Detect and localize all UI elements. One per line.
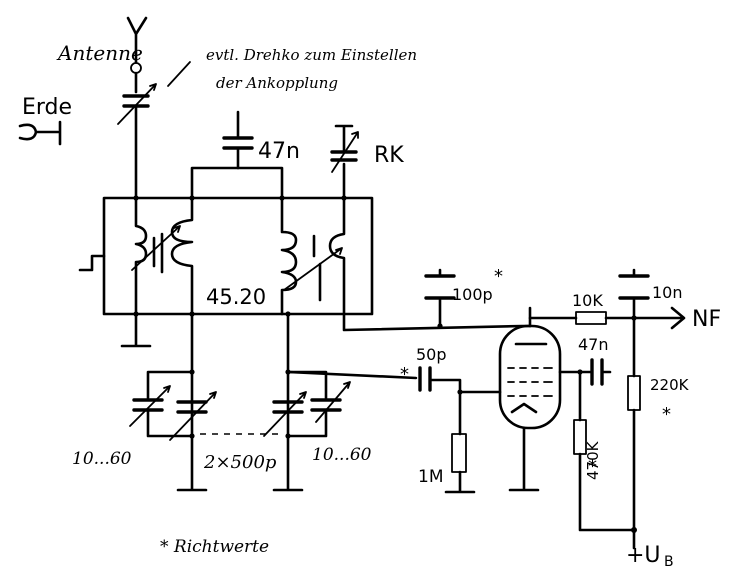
res-220k-label: 220K	[650, 376, 690, 394]
trimmer-right-label: 10...60	[312, 445, 372, 465]
note-pointer	[167, 61, 191, 87]
trimmer-left	[129, 370, 194, 438]
junction-dots	[133, 195, 637, 439]
res-470k-star: *	[588, 456, 597, 477]
cap-47n-top-label: 47n	[258, 139, 300, 164]
coil-right	[280, 196, 346, 316]
coil-label: 45.20	[206, 285, 266, 309]
supply-label: +U	[626, 543, 661, 568]
cap-100p-star: *	[494, 266, 503, 287]
cap-100p-label: 100p	[452, 285, 493, 304]
coil-frame	[102, 196, 374, 348]
resistor-470k	[573, 370, 634, 532]
tuning-cap-label: 2×500p	[203, 452, 277, 473]
rk-label: RK	[374, 143, 404, 168]
antenna-label: Antenne	[56, 41, 143, 65]
coil-left	[78, 196, 194, 316]
cap-10n-label: 10n	[652, 283, 683, 302]
capacitor-47n-top	[190, 110, 284, 200]
trimmer-right	[286, 370, 351, 438]
trimmer-left-label: 10...60	[72, 449, 132, 469]
grid-wiring	[286, 366, 502, 436]
cap-50p-label: 50p	[416, 345, 447, 364]
vacuum-tube	[498, 306, 582, 492]
footnote: * Richtwerte	[160, 537, 269, 557]
res-10k-label: 10K	[572, 291, 603, 310]
earth-label: Erde	[22, 95, 72, 120]
cap-50p-star: *	[400, 364, 409, 385]
res-1m-label: 1M	[418, 467, 443, 487]
coupling-trimmer	[117, 83, 157, 200]
res-470k-label: 470K	[584, 440, 602, 480]
resistor-10k	[528, 311, 636, 325]
supply-junction	[631, 527, 637, 533]
resistor-220k	[627, 316, 641, 550]
tuning-cap-right	[263, 391, 307, 437]
earth-terminal	[18, 120, 62, 146]
nf-output-arrow	[632, 306, 686, 330]
tuning-cap-left	[169, 391, 217, 441]
antenna-symbol	[126, 16, 148, 94]
resistor-1m	[444, 433, 476, 494]
capacitor-10n	[618, 268, 650, 320]
supply-subscript: B	[664, 554, 674, 570]
res-220k-star: *	[662, 404, 671, 425]
note-text-line1: evtl. Drehko zum Einstellen	[206, 46, 417, 64]
nf-label: NF	[692, 307, 721, 332]
capacitor-47n-screen	[578, 358, 612, 386]
cap-47n-screen-label: 47n	[578, 335, 609, 354]
feedback-trimmer-rk	[330, 124, 359, 200]
note-text-line2: der Ankopplung	[216, 74, 338, 92]
